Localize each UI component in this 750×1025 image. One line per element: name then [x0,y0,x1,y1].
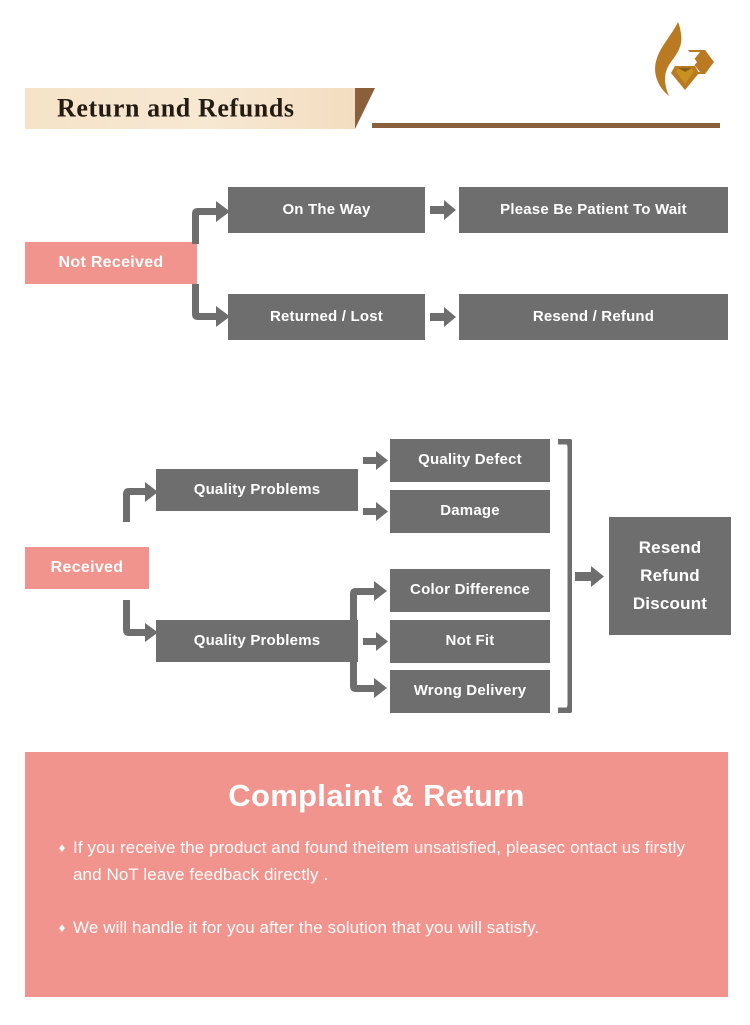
connector-bracket-collect [556,437,575,715]
box-not-fit: Not Fit [390,620,550,663]
title-plate: Return and Refunds [25,88,355,129]
diamond-bullet-icon: ♦ [58,920,66,935]
arrow-to-not-fit [363,632,388,651]
connector-elbow-down-returned-lost [186,284,232,332]
connector-elbow-down-wrong-delivery [345,658,389,704]
header: Return and Refunds [0,0,750,150]
complaint-panel: Complaint & Return ♦ If you receive the … [25,752,728,997]
arrow-to-damage [363,502,388,521]
title-plate-tail [355,88,375,129]
box-on-the-way: On The Way [228,187,425,233]
box-please-be-patient-to-wait: Please Be Patient To Wait [459,187,728,233]
box-quality-defect: Quality Defect [390,439,550,482]
box-damage: Damage [390,490,550,533]
list-item: ♦ If you receive the product and found t… [51,834,706,888]
box-resend-refund: Resend / Refund [459,294,728,340]
box-wrong-delivery: Wrong Delivery [390,670,550,713]
connector-elbow-up-quality-problems-upper [118,478,160,522]
header-rule [372,123,720,128]
arrow-to-quality-defect [363,451,388,470]
connector-elbow-down-quality-problems-lower [118,600,160,648]
box-returned-lost: Returned / Lost [228,294,425,340]
box-quality-problems-upper: Quality Problems [156,469,358,511]
list-item-text: We will handle it for you after the solu… [73,918,540,937]
complaint-bullet-list: ♦ If you receive the product and found t… [51,834,706,967]
outcome-line-discount: Discount [632,594,708,614]
box-quality-problems-lower: Quality Problems [156,620,358,662]
page-title: Return and Refunds [57,92,295,122]
connector-elbow-up-on-the-way [186,196,232,244]
box-color-difference: Color Difference [390,569,550,612]
arrow-bracket-to-outcome [575,566,604,587]
arrow-returned-lost-to-result [430,307,456,327]
complaint-title: Complaint & Return [228,778,525,813]
diamond-bullet-icon: ♦ [58,840,66,855]
outcome-line-refund: Refund [640,565,700,585]
status-badge-not-received: Not Received [25,242,197,284]
arrow-on-the-way-to-result [430,200,456,220]
list-item: ♦ We will handle it for you after the so… [51,914,706,941]
outcome-line-resend: Resend [638,537,702,557]
flame-diamond-logo-icon [631,16,723,108]
status-badge-received: Received [25,547,149,589]
box-resend-refund-discount: Resend Refund Discount [609,517,731,635]
list-item-text: If you receive the product and found the… [73,838,686,884]
connector-elbow-up-color-difference [345,578,389,624]
